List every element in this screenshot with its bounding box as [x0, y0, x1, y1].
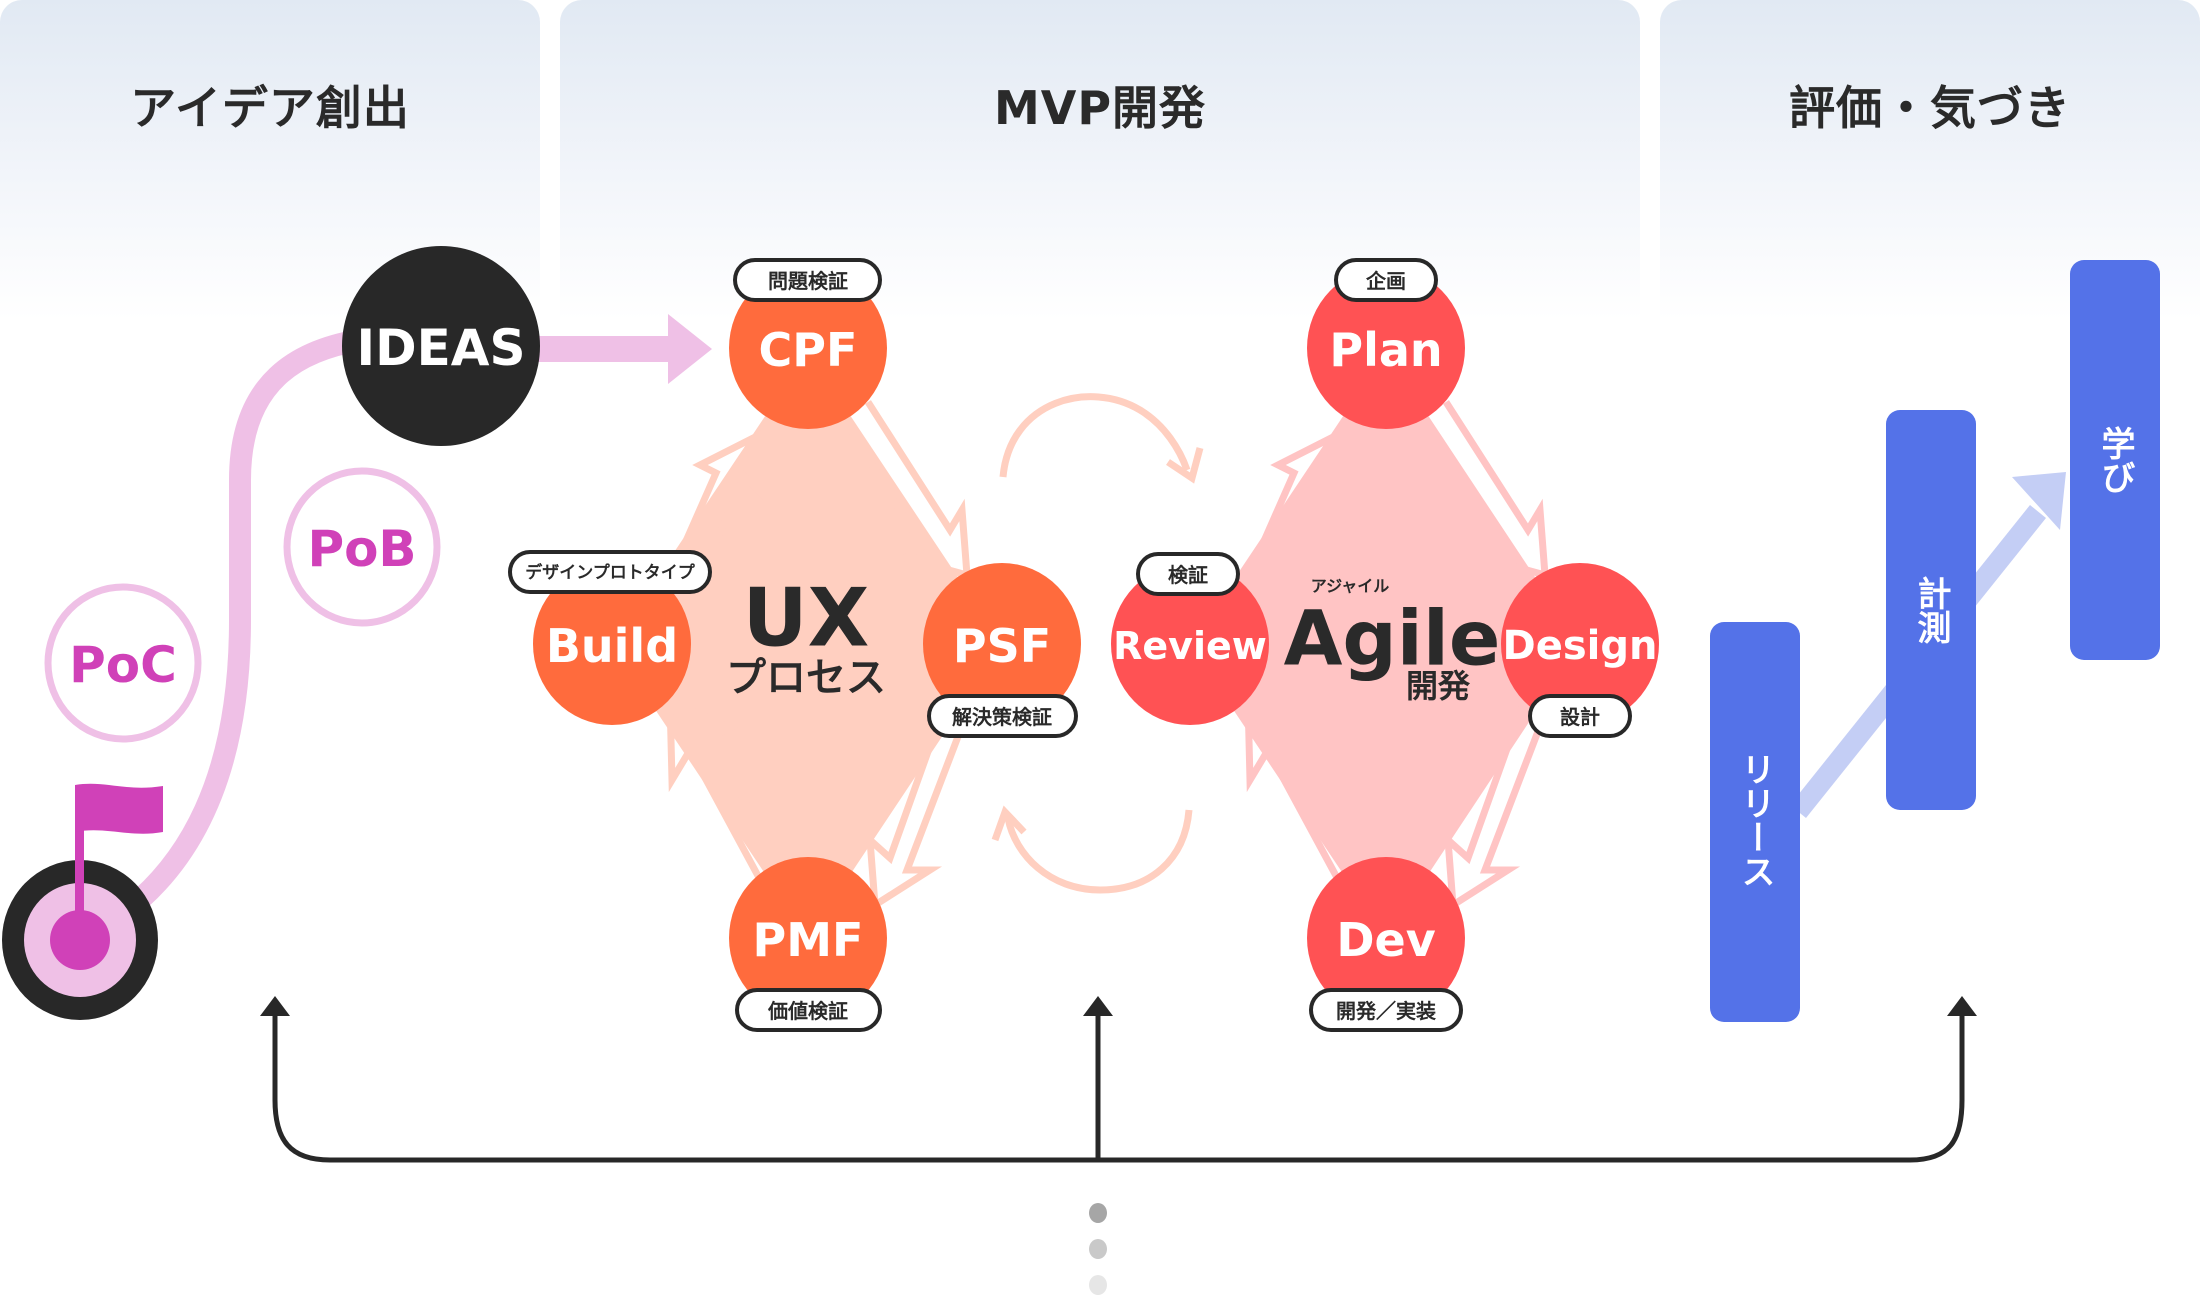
- build-label: Build: [546, 619, 678, 673]
- feedback-bracket: [272, 1010, 1965, 1163]
- continuation-dots: [1089, 1203, 1107, 1295]
- arrow-up-icon: [1947, 996, 1977, 1016]
- agile-node-dev: Dev 開発／実装: [1307, 857, 1465, 1032]
- design-tag: 設計: [1560, 705, 1600, 729]
- plan-label: Plan: [1329, 323, 1442, 377]
- build-tag: デザインプロトタイプ: [525, 562, 695, 583]
- phase-panel-ideation: アイデア創出: [0, 0, 540, 320]
- eval-step-release: リリース: [1710, 622, 1800, 1022]
- loop-arrow-bottom: [991, 805, 1193, 894]
- ux-node-pmf: PMF 価値検証: [729, 857, 887, 1032]
- flag-icon: [75, 783, 163, 940]
- poc-milestone: PoC: [44, 583, 202, 743]
- ux-title: UX: [743, 572, 870, 665]
- review-label: Review: [1113, 624, 1267, 668]
- dev-tag: 開発／実装: [1336, 999, 1436, 1023]
- review-tag: 検証: [1168, 563, 1208, 587]
- ux-diamond: [612, 352, 1003, 938]
- agile-title: Agile: [1284, 594, 1501, 683]
- ux-cycle-arrows: [626, 400, 976, 937]
- agile-node-plan: Plan 企画: [1307, 258, 1465, 429]
- learn-label: 学び: [2095, 425, 2135, 494]
- arrow-up-icon: [1083, 996, 1113, 1016]
- release-label: リリース: [1735, 752, 1775, 888]
- arrow-up-icon: [260, 996, 290, 1016]
- ux-subtitle: プロセス: [726, 655, 886, 701]
- ux-node-build: Build デザインプロトタイプ: [508, 550, 712, 725]
- pob-milestone: PoB: [283, 467, 441, 627]
- phase-title-mvp: MVP開発: [993, 81, 1207, 135]
- ux-node-cpf: CPF 問題検証: [729, 258, 887, 429]
- pmf-label: PMF: [753, 913, 864, 967]
- phase-title-ideation: アイデア創出: [130, 81, 410, 135]
- loop-arrow-top: [999, 393, 1204, 484]
- dev-label: Dev: [1336, 913, 1435, 967]
- feedback-arrowheads: [260, 996, 1977, 1016]
- agile-ruby: アジャイル: [1311, 577, 1390, 596]
- phase-title-evaluation: 評価・気づき: [1789, 81, 2071, 135]
- eval-step-measure: 計測: [1886, 410, 1976, 810]
- psf-label: PSF: [953, 619, 1051, 673]
- measure-label: 計測: [1911, 576, 1951, 644]
- agile-subtitle: 開発: [1406, 667, 1471, 705]
- plan-tag: 企画: [1365, 269, 1406, 293]
- pob-label: PoB: [307, 520, 416, 578]
- agile-node-design: Design 設計: [1501, 563, 1659, 738]
- ideas-label: IDEAS: [357, 319, 526, 377]
- eval-step-learn: 学び: [2070, 260, 2160, 660]
- ux-node-psf: PSF 解決策検証: [923, 563, 1081, 738]
- ideation-path: [69, 329, 371, 951]
- design-label: Design: [1503, 623, 1658, 669]
- start-target-icon: [2, 860, 158, 1020]
- ideas-node: IDEAS: [342, 246, 540, 446]
- poc-label: PoC: [69, 636, 177, 694]
- cpf-tag: 問題検証: [768, 269, 848, 293]
- cpf-label: CPF: [759, 323, 858, 377]
- pmf-tag: 価値検証: [767, 999, 848, 1023]
- psf-tag: 解決策検証: [952, 705, 1052, 729]
- ideas-to-cpf-arrow: [520, 314, 712, 384]
- agile-diamond: [1190, 352, 1580, 938]
- agile-node-review: Review 検証: [1111, 552, 1269, 725]
